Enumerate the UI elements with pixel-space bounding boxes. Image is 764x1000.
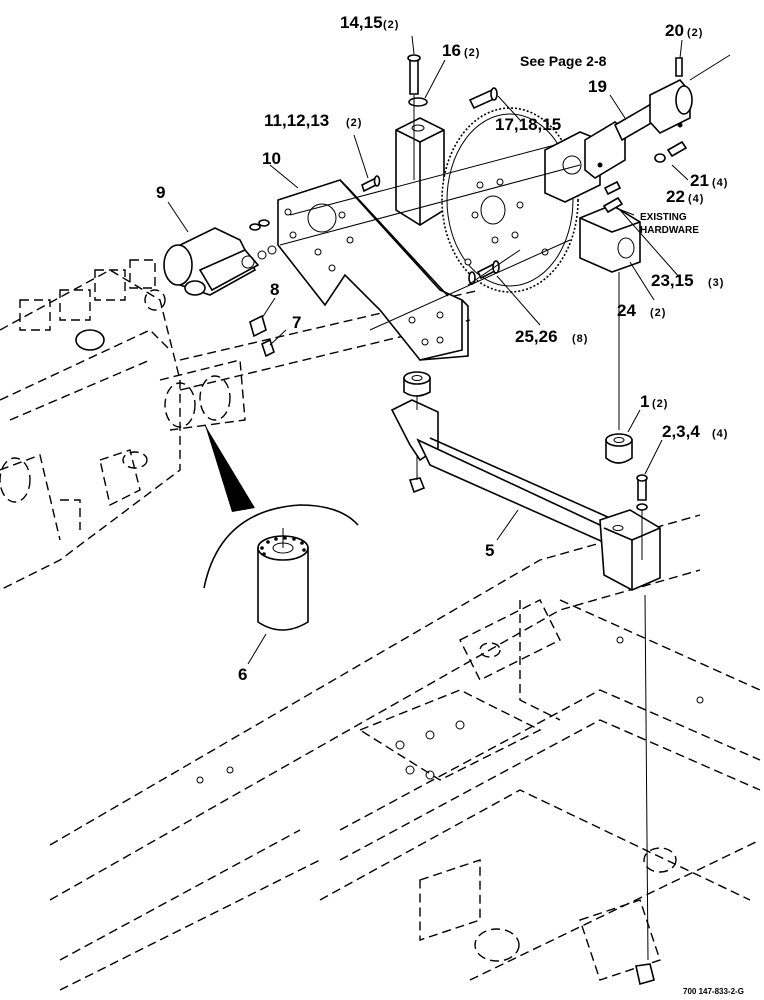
callout-21: 21 [690,171,709,190]
callout-17-18-15: 17,18,15 [495,115,561,134]
callout-19: 19 [588,77,607,96]
callout-16: 16 [442,41,461,60]
callout-5: 5 [485,541,494,560]
callout-21-qty: (4) [712,177,728,189]
existing-hardware-note-2: HARDWARE [640,225,699,236]
starter-motor-icon [163,227,277,296]
callout-10: 10 [262,149,281,168]
engine-block [0,259,181,591]
callout-25-26: 25,26 [515,327,558,346]
callout-11-12-13: 11,12,13 [264,111,329,130]
bolt-icon [361,175,381,193]
upper-bracket [395,117,445,226]
callout-16-qty: (2) [464,47,480,59]
machine-frame [49,514,761,991]
filter-icon [257,528,309,631]
see-page-note: See Page 2-8 [520,53,607,69]
callout-20: 20 [665,21,684,40]
bolt-icon [636,474,648,501]
callout-2-3-4: 2,3,4 [662,422,700,441]
callout-24-qty: (2) [650,307,666,319]
washer-icon [249,223,261,231]
right-bracket [579,204,641,273]
callout-25-26-qty: (8) [572,333,588,345]
cross-member [390,399,661,591]
callout-14-15: 14,15 [340,13,383,32]
flywheel-icon [441,107,579,293]
callout-2-3-4-qty: (4) [712,428,728,440]
mounting-plate [277,179,469,361]
callout-6: 6 [238,665,247,684]
existing-hardware-note-1: EXISTING [640,212,687,223]
callout-1-qty: (2) [652,398,668,410]
callout-7: 7 [292,313,301,332]
callout-labels: 14,15 (2) 16 (2) 17,18,15 11,12,13 (2) 1… [156,13,744,996]
callout-11-12-13-qty: (2) [346,117,362,129]
washer-icon [258,219,270,227]
callout-14-15-qty: (2) [383,19,399,31]
callout-23-15-qty: (3) [708,277,724,289]
center-lines [279,54,731,961]
callout-22: 22 [666,187,685,206]
isolator-right [605,433,633,464]
leader-lines [167,35,689,665]
callout-9: 9 [156,183,165,202]
callout-24: 24 [617,301,636,320]
callout-22-qty: (4) [688,193,704,205]
callout-23-15: 23,15 [651,271,694,290]
filter-detail [203,424,359,631]
washer-icon [408,97,428,107]
isolator-left [403,371,431,397]
callout-20-qty: (2) [687,27,703,39]
callout-8: 8 [270,280,279,299]
callout-1: 1 [640,392,649,411]
bolt-icon [407,54,421,95]
figure-number: 700 147-833-2-G [683,987,744,996]
fasteners [249,54,688,986]
bolt-icon [468,87,498,110]
